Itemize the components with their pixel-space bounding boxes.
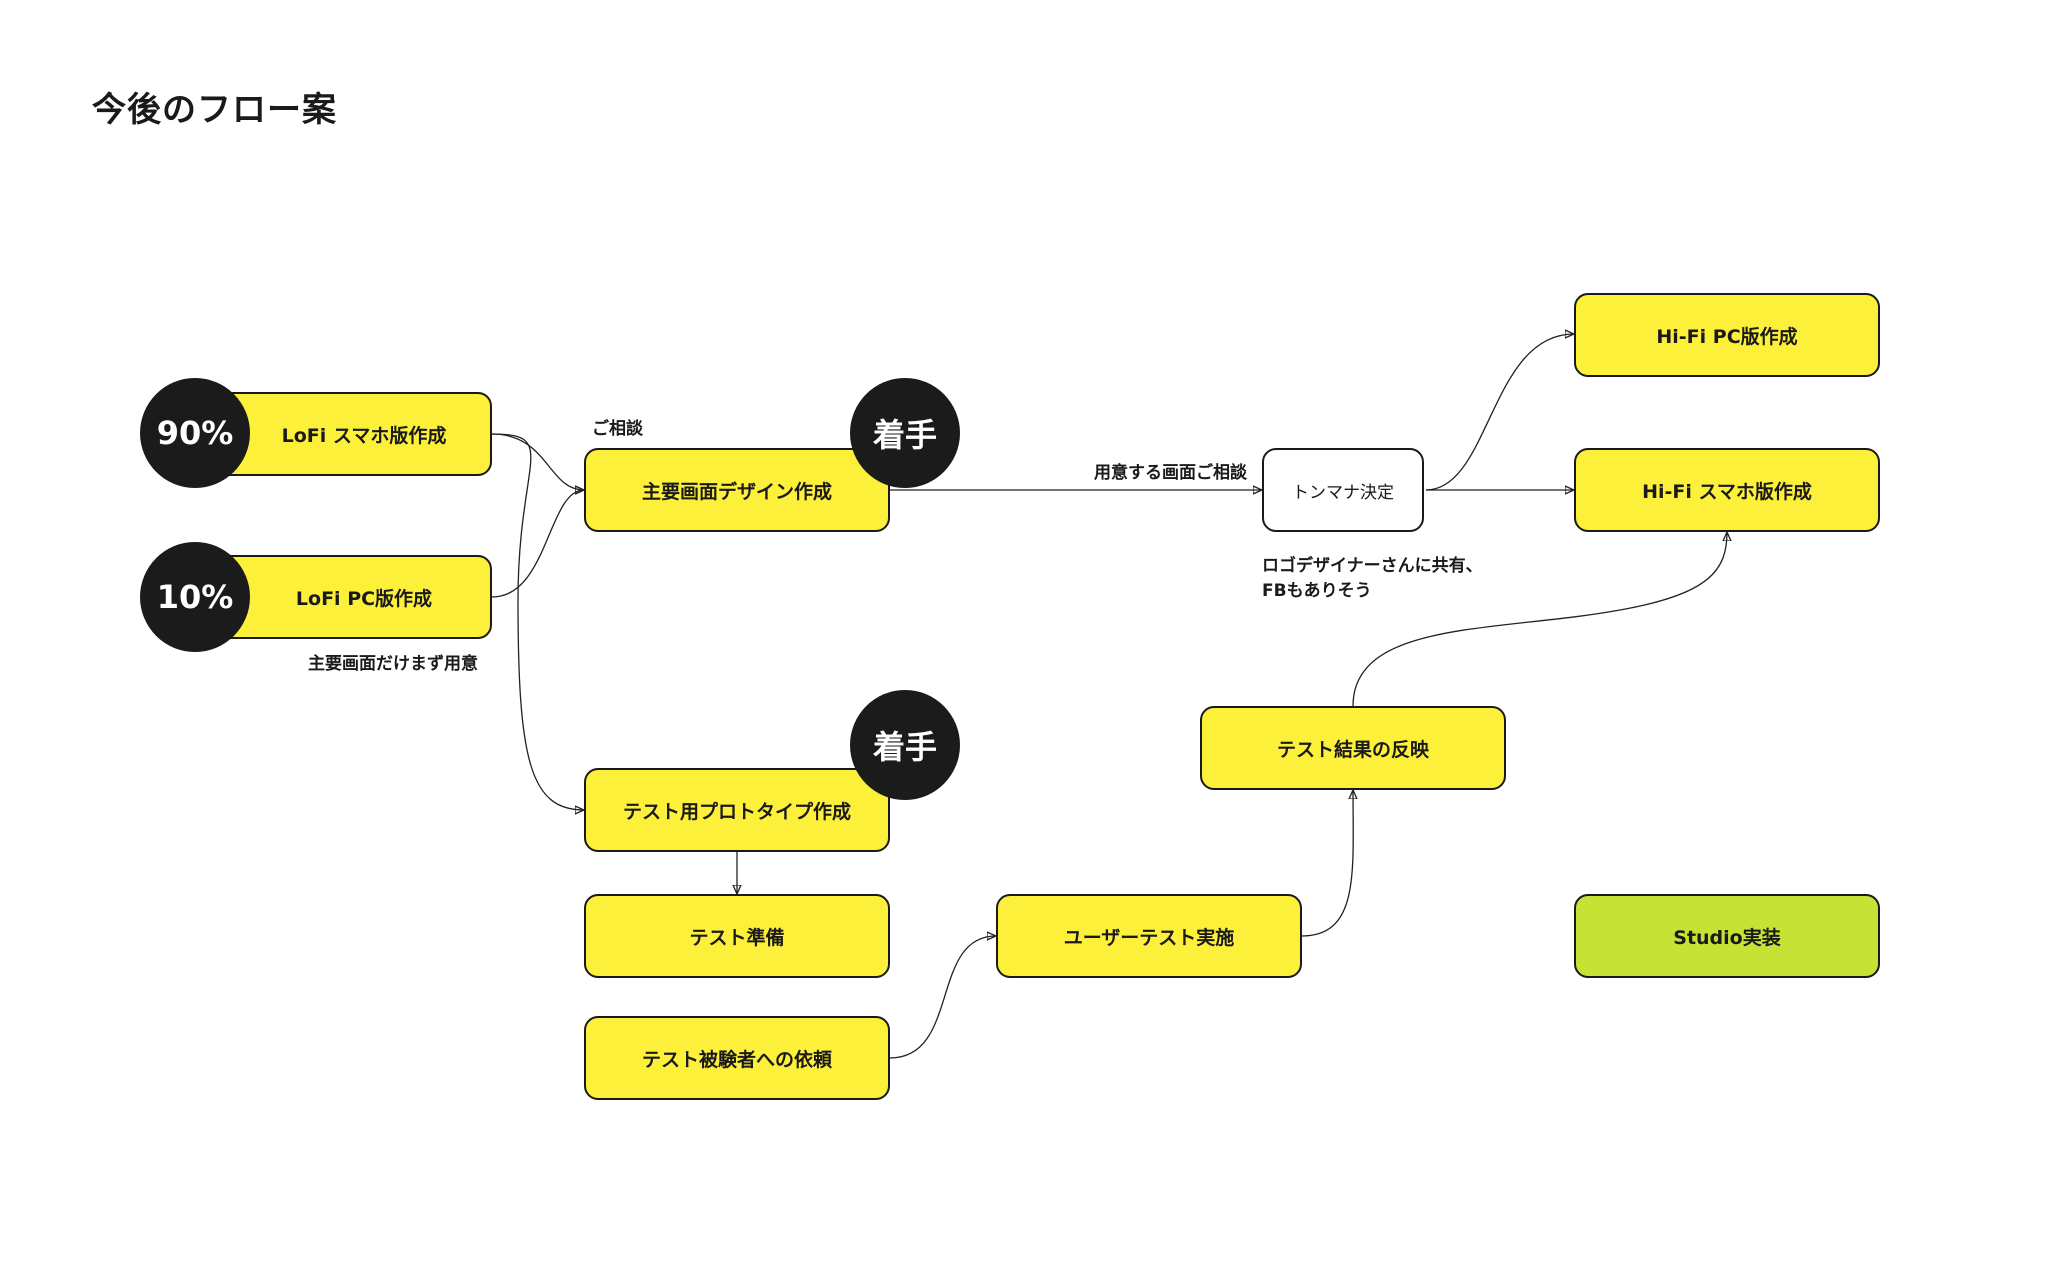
- status-badge-main-design: 着手: [850, 378, 960, 488]
- node-hifi-sp[interactable]: Hi-Fi スマホ版作成: [1574, 448, 1880, 532]
- edge-test-reflect-to-hifi-sp: [1352, 532, 1727, 707]
- node-label: LoFi スマホ版作成: [281, 424, 447, 447]
- edge-label-consult: ご相談: [592, 419, 643, 439]
- edge-user-test-to-test-reflect: [1301, 790, 1353, 937]
- edge-lofi-sp-to-prototype: [491, 433, 584, 810]
- node-main-design[interactable]: 主要画面デザイン作成: [584, 448, 890, 532]
- progress-badge-lofi-sp: 90%: [140, 378, 250, 488]
- page-title: 今後のフロー案: [92, 90, 337, 130]
- node-test-request[interactable]: テスト被験者への依頼: [584, 1016, 890, 1100]
- note-main-screens-first: 主要画面だけまず用意: [308, 654, 478, 674]
- note-logo-designer-share: ロゴデザイナーさんに共有、 FBもありそう: [1262, 556, 1483, 601]
- progress-badge-lofi-pc: 10%: [140, 542, 250, 652]
- node-studio[interactable]: Studio実装: [1574, 894, 1880, 978]
- edge-label-prepared-screens-consult: 用意する画面ご相談: [1094, 463, 1247, 483]
- node-user-test[interactable]: ユーザーテスト実施: [996, 894, 1302, 978]
- node-tonmana[interactable]: トンマナ決定: [1262, 448, 1424, 532]
- edge-lofi-sp-to-main-design: [491, 433, 584, 490]
- node-test-reflect[interactable]: テスト結果の反映: [1200, 706, 1506, 790]
- node-test-prep[interactable]: テスト準備: [584, 894, 890, 978]
- node-label: LoFi PC版作成: [295, 587, 433, 610]
- node-prototype[interactable]: テスト用プロトタイプ作成: [584, 768, 890, 852]
- edge-tonmana-to-hifi-pc: [1425, 334, 1574, 491]
- edge-lofi-pc-to-main-design: [491, 490, 584, 598]
- edge-test-request-to-user-test: [889, 936, 996, 1059]
- node-hifi-pc[interactable]: Hi-Fi PC版作成: [1574, 293, 1880, 377]
- status-badge-prototype: 着手: [850, 690, 960, 800]
